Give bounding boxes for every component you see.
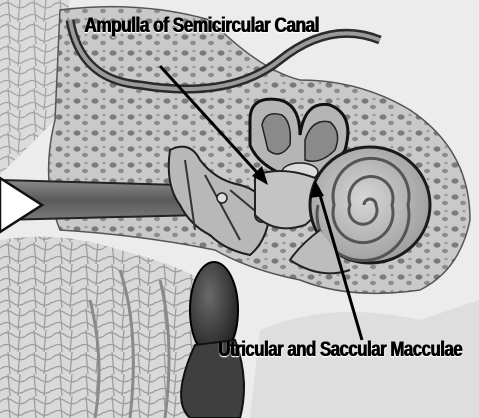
ampulla-label: Ampulla of Semicircular Canal — [84, 14, 319, 38]
utricular-saccular-label: Utricular and Saccular Macculae — [218, 338, 462, 362]
